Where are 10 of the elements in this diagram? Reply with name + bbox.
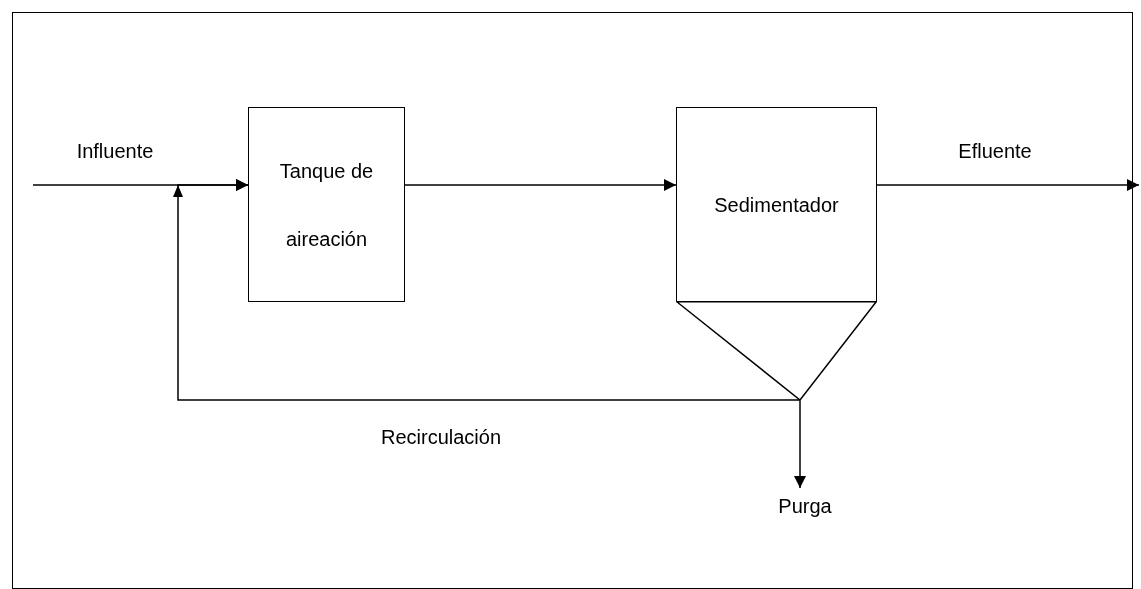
arrow xyxy=(173,179,801,401)
process-box xyxy=(676,107,877,302)
arrow xyxy=(876,179,1140,191)
arrow xyxy=(404,179,677,191)
node-text: Purga xyxy=(778,494,832,518)
cone-hopper xyxy=(676,301,877,400)
process-box xyxy=(248,107,405,302)
arrow xyxy=(794,399,806,489)
node-text: Tanque de aireación xyxy=(278,158,375,252)
node-text: Sedimentador xyxy=(714,192,839,217)
